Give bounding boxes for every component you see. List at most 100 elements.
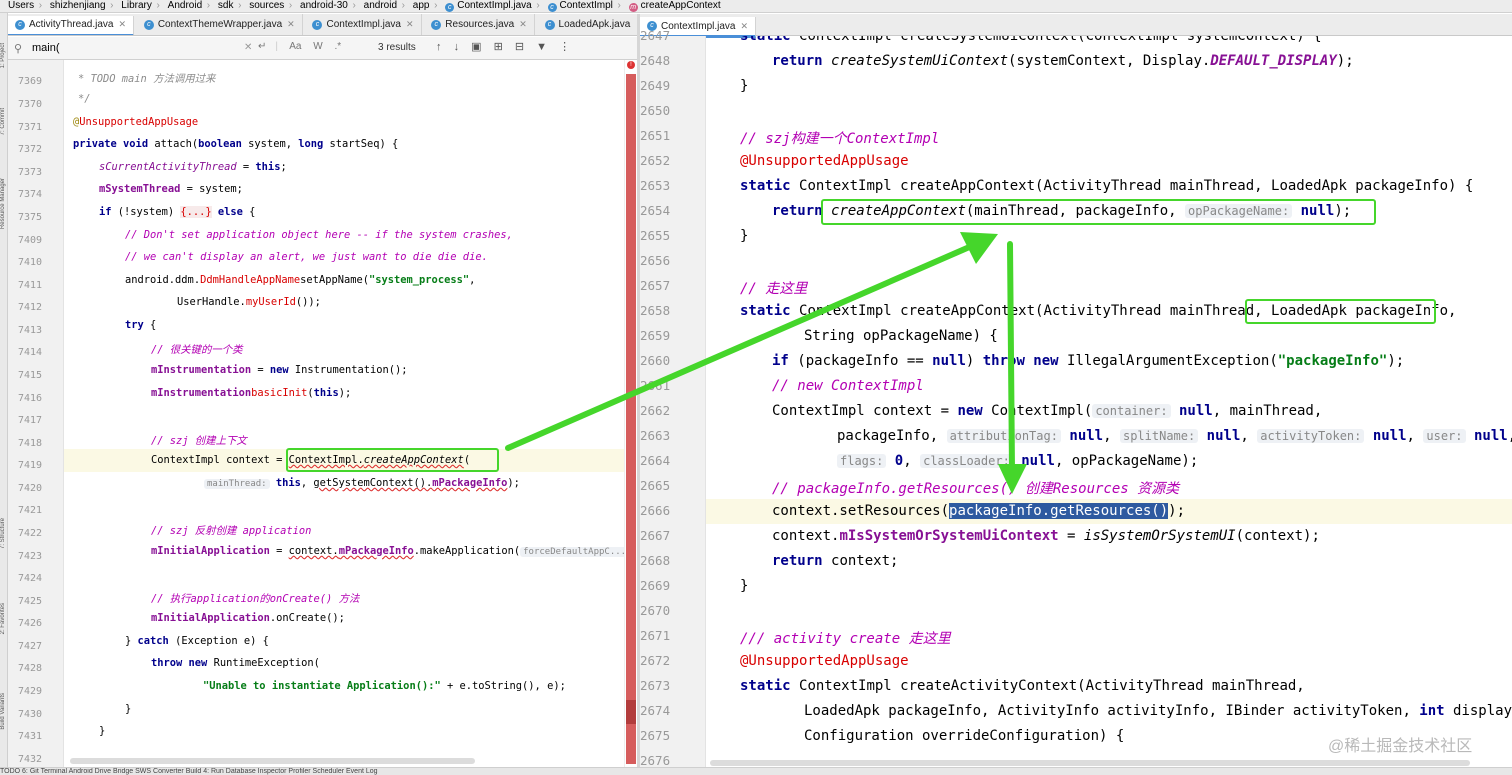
line-number[interactable]: 2653 (640, 178, 671, 193)
line-number[interactable]: 7375 (18, 212, 43, 223)
folded-region[interactable]: {...} (180, 206, 212, 218)
line-number[interactable]: 7370 (18, 99, 43, 110)
line-number[interactable]: 2659 (640, 328, 671, 343)
line-number[interactable]: 2657 (640, 278, 671, 293)
line-number[interactable]: 7431 (18, 731, 43, 742)
line-number[interactable]: 7416 (18, 393, 43, 404)
select-all-icon[interactable]: ▣ (471, 41, 482, 53)
scroll-thumb[interactable] (626, 700, 636, 724)
line-number[interactable]: 2668 (640, 553, 671, 568)
breadcrumb-item[interactable]: android-30 (292, 0, 356, 12)
arrow-down-icon[interactable]: ↓ (453, 41, 460, 53)
line-number[interactable]: 2663 (640, 428, 671, 443)
breadcrumb-item[interactable]: Library (113, 0, 159, 12)
add-selection-icon[interactable]: ⊞ (493, 41, 503, 53)
line-number[interactable]: 2662 (640, 403, 671, 418)
favorites-tool-tab[interactable]: 2: Favorites (0, 603, 6, 635)
line-number[interactable]: 7428 (18, 663, 43, 674)
words-button[interactable]: W (313, 41, 323, 52)
line-number[interactable]: 7418 (18, 438, 43, 449)
line-number[interactable]: 2650 (640, 103, 671, 118)
line-number[interactable]: 7409 (18, 235, 43, 246)
close-icon[interactable]: ✕ (740, 20, 749, 31)
match-case-button[interactable]: Aa (289, 41, 302, 52)
build-variants-tab[interactable]: Build Variants (0, 693, 6, 730)
line-number[interactable]: 7424 (18, 573, 43, 584)
line-number[interactable]: 7430 (18, 709, 43, 720)
line-number[interactable]: 7422 (18, 528, 43, 539)
line-number[interactable]: 7413 (18, 325, 43, 336)
horizontal-scrollbar[interactable] (710, 760, 1470, 766)
line-number[interactable]: 2666 (640, 503, 671, 518)
right-code-editor[interactable]: static ContextImpl createSystemUiContext… (706, 36, 1512, 775)
line-number[interactable]: 7414 (18, 347, 43, 358)
line-number[interactable]: 2665 (640, 478, 671, 493)
line-number[interactable]: 2656 (640, 253, 671, 268)
error-marker-strip[interactable] (626, 74, 636, 764)
breadcrumb-item[interactable]: app (405, 0, 437, 12)
line-number[interactable]: 2664 (640, 453, 671, 468)
bottom-tool-bar[interactable]: TODO 6: Git Terminal Android Drive Bridg… (0, 767, 1512, 775)
line-number[interactable]: 7371 (18, 122, 43, 133)
line-number[interactable]: 2670 (640, 603, 671, 618)
close-icon[interactable]: ✕ (118, 19, 127, 29)
line-number[interactable]: 7372 (18, 144, 43, 155)
newline-icon[interactable]: ↵ (258, 41, 267, 52)
breadcrumb-item[interactable]: Users (0, 0, 42, 12)
line-number[interactable]: 7417 (18, 415, 43, 426)
search-input[interactable]: main( (32, 42, 60, 54)
clear-icon[interactable]: ✕ (244, 42, 253, 53)
filter-icon[interactable]: ▼ (536, 41, 548, 53)
line-number[interactable]: 2660 (640, 353, 671, 368)
line-number[interactable]: 2669 (640, 578, 671, 593)
horizontal-scrollbar[interactable] (70, 758, 475, 764)
line-number[interactable]: 7373 (18, 167, 43, 178)
line-number[interactable]: 2673 (640, 678, 671, 693)
line-number[interactable]: 7429 (18, 686, 43, 697)
line-number[interactable]: 7426 (18, 618, 43, 629)
chevron-down-icon[interactable]: ⌄ (635, 19, 637, 30)
line-number[interactable]: 2676 (640, 753, 671, 768)
error-icon[interactable]: ! (627, 61, 635, 69)
line-number[interactable]: 2672 (640, 653, 671, 668)
line-number[interactable]: 7423 (18, 551, 43, 562)
breadcrumb-item[interactable]: Android (160, 0, 211, 12)
project-tool-tab[interactable]: 1: Project (0, 43, 6, 69)
line-number[interactable]: 2675 (640, 728, 671, 743)
line-number[interactable]: 2654 (640, 203, 671, 218)
line-number[interactable]: 2648 (640, 53, 671, 68)
breadcrumb-item[interactable]: sdk (210, 0, 241, 12)
close-icon[interactable]: ✕ (287, 19, 295, 29)
line-number[interactable]: 7421 (18, 505, 43, 516)
line-number[interactable]: 7419 (18, 460, 43, 471)
line-number[interactable]: 2658 (640, 303, 671, 318)
line-number[interactable]: 2671 (640, 628, 671, 643)
line-number[interactable]: 7415 (18, 370, 43, 381)
line-number[interactable]: 7411 (18, 280, 43, 291)
line-number[interactable]: 7410 (18, 257, 43, 268)
line-number[interactable]: 7420 (18, 483, 43, 494)
line-number[interactable]: 2651 (640, 128, 671, 143)
line-number[interactable]: 7412 (18, 302, 43, 313)
line-number[interactable]: 2661 (640, 378, 671, 393)
line-number[interactable]: 2649 (640, 78, 671, 93)
line-number[interactable]: 7432 (18, 754, 43, 765)
line-number[interactable]: 2652 (640, 153, 671, 168)
line-number[interactable]: 2655 (640, 228, 671, 243)
close-icon[interactable]: ✕ (519, 19, 527, 29)
line-number[interactable]: 7369 (18, 76, 43, 87)
resource-manager-tab[interactable]: Resource Manager (0, 178, 6, 230)
line-number[interactable]: 2667 (640, 528, 671, 543)
line-number[interactable]: 2647 (640, 28, 671, 43)
more-icon[interactable]: ⋮ (559, 41, 571, 53)
breadcrumb-item[interactable]: shizhenjiang (42, 0, 113, 12)
left-code-editor[interactable]: * TODO main 方法调用过来 */ @UnsupportedAppUsa… (64, 60, 624, 775)
